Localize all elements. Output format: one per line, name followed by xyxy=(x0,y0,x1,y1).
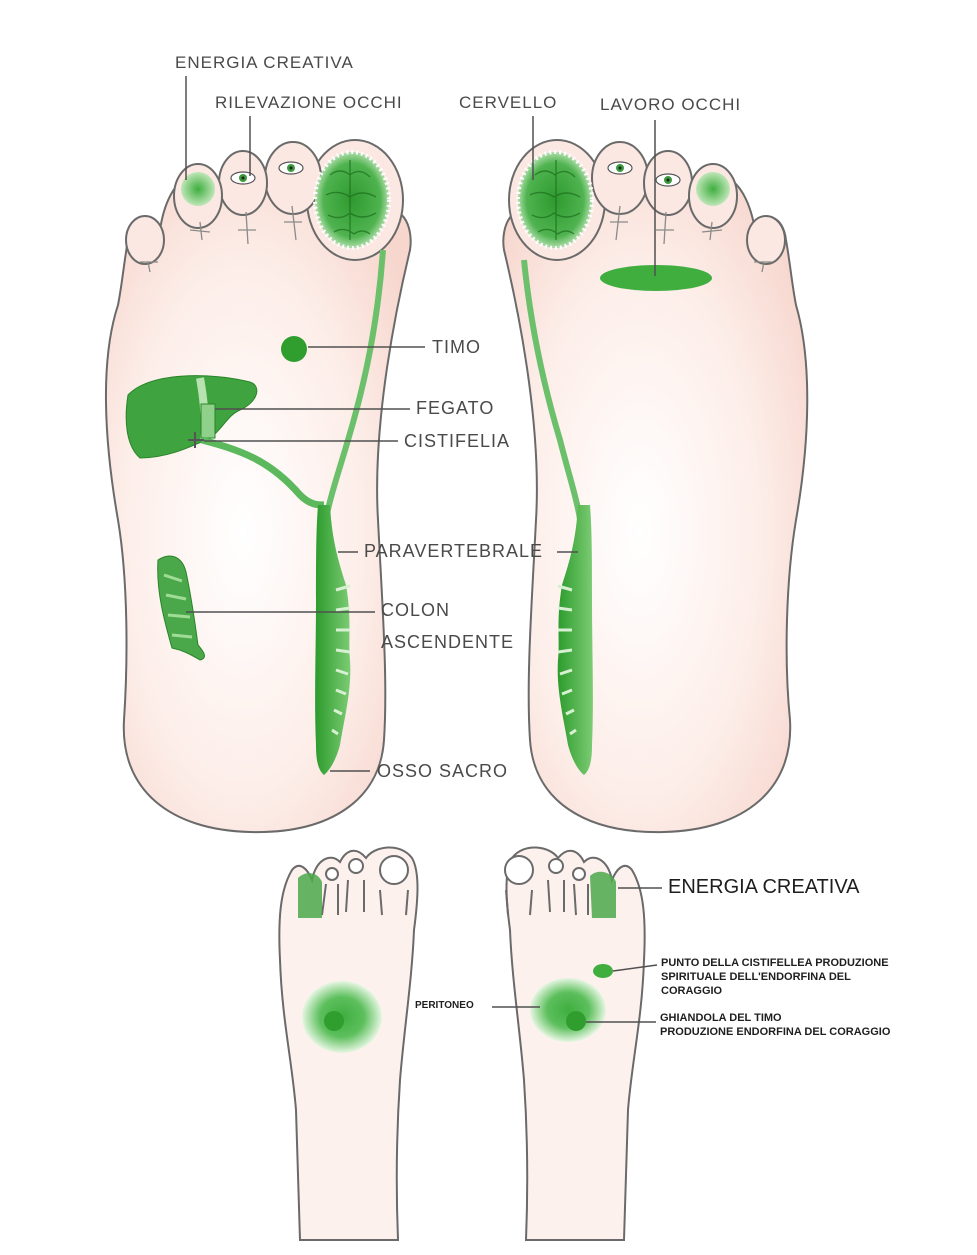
lower-right-cistifellea-spot xyxy=(593,964,613,978)
left-energia-creativa-spot xyxy=(181,172,215,206)
label-rilevazione-occhi: RILEVAZIONE OCCHI xyxy=(215,93,403,112)
right-energia-creativa-spot xyxy=(696,172,730,206)
left-foot-sole xyxy=(104,164,412,834)
left-eye-icon xyxy=(230,161,304,185)
label-osso-sacro: OSSO SACRO xyxy=(377,761,509,781)
label-paravertebrale: PARAVERTEBRALE xyxy=(364,541,544,561)
label-energia-creativa-bottom: ENERGIA CREATIVA xyxy=(668,876,860,898)
right-foot xyxy=(502,139,809,834)
right-lavoro-occhi-spot xyxy=(600,265,712,291)
lower-right-energia-spot xyxy=(590,871,616,918)
left-spine xyxy=(315,505,351,775)
lower-left-energia-spot xyxy=(298,873,322,918)
left-foot xyxy=(104,139,412,834)
label-punto-line1: PUNTO DELLA CISTIFELLEA PRODUZIONE xyxy=(661,957,889,969)
label-ascendente: ASCENDENTE xyxy=(381,632,515,652)
right-toe-5 xyxy=(746,215,786,265)
label-punto-line2: SPIRITUALE DELL'ENDORFINA DEL xyxy=(661,971,851,983)
right-brain-icon xyxy=(516,150,594,250)
label-ghiandola-timo: GHIANDOLA DEL TIMO PRODUZIONE ENDORFINA … xyxy=(660,1011,890,1039)
left-toe-2 xyxy=(264,141,322,215)
label-cistifelia: CISTIFELIA xyxy=(404,431,511,451)
left-brain-icon xyxy=(313,150,391,250)
label-ghiandola-line1: GHIANDOLA DEL TIMO xyxy=(660,1012,782,1024)
label-punto-cistifellea: PUNTO DELLA CISTIFELLEA PRODUZIONE SPIRI… xyxy=(661,956,889,998)
label-ghiandola-line2: PRODUZIONE ENDORFINA DEL CORAGGIO xyxy=(660,1026,891,1038)
left-toe-5 xyxy=(125,215,165,265)
label-energia-creativa-top: ENERGIA CREATIVA xyxy=(175,53,354,72)
left-fegato-organ xyxy=(125,375,258,459)
label-timo: TIMO xyxy=(432,337,481,357)
right-eye-icon xyxy=(607,161,681,187)
lower-right-foot xyxy=(504,846,646,1241)
upper-leader-lines xyxy=(185,76,656,772)
label-lavoro-occhi: LAVORO OCCHI xyxy=(600,95,742,114)
label-colon: COLON xyxy=(381,600,451,620)
label-fegato: FEGATO xyxy=(416,398,495,418)
right-toe-2 xyxy=(591,141,649,215)
label-cervello: CERVELLO xyxy=(459,93,558,112)
left-timo-spot xyxy=(281,336,307,362)
label-punto-line3: CORAGGIO xyxy=(661,985,723,997)
label-peritoneo: PERITONEO xyxy=(415,1000,474,1011)
right-spine xyxy=(557,505,593,775)
lower-right-disc xyxy=(530,978,606,1042)
lower-left-foot xyxy=(278,846,419,1241)
left-colon-organ xyxy=(157,555,205,661)
lower-leader-lines xyxy=(492,887,662,1023)
lower-right-foot-outline xyxy=(505,846,646,1241)
